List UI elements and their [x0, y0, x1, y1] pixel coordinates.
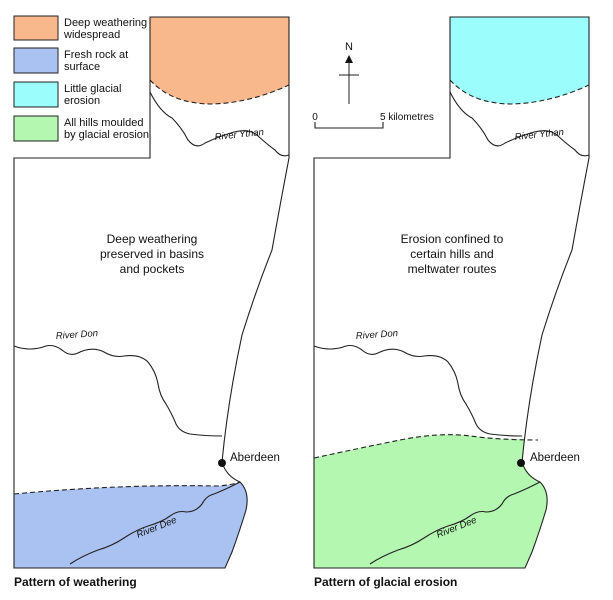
aberdeen-label: Aberdeen — [230, 452, 280, 464]
map-right-boundary — [313, 16, 590, 569]
legend-label-little-erosion-1: Little glacial — [64, 83, 121, 95]
legend-label-fresh-rock-2: surface — [64, 61, 100, 73]
legend-label-little-erosion-2: erosion — [64, 95, 100, 107]
glacial-erosion-limit — [313, 434, 539, 459]
legend-label-deep-weathering-1: Deep weathering — [64, 17, 147, 29]
north-arrow-label: N — [345, 41, 353, 53]
legend-swatch-glacial-erosion — [13, 115, 59, 142]
glacial-erosion-zone — [314, 434, 548, 568]
aberdeen-marker-right — [517, 459, 525, 467]
map-right-center-line-2: certain hills and — [410, 247, 493, 261]
river-don-label: River Don — [55, 328, 98, 342]
north-arrow: N — [339, 41, 359, 104]
map-left-center-line-1: Deep weathering — [107, 232, 198, 246]
fresh-rock-limit — [13, 481, 241, 495]
erosion-limit-top — [449, 79, 590, 105]
map-right-center-line-1: Erosion confined to — [401, 232, 504, 246]
legend-label-fresh-rock-1: Fresh rock at — [64, 49, 128, 61]
legend-label-glacial-erosion-1: All hills moulded — [64, 117, 143, 129]
river-dee-line — [69, 481, 241, 565]
map-right: River Ythan River Don River Dee Aberdeen… — [313, 16, 590, 589]
map-left-center-line-3: and pockets — [120, 262, 185, 276]
river-ythan-label: River Ythan — [214, 127, 264, 143]
river-don-line — [13, 344, 223, 437]
weathering-limit-top — [149, 79, 290, 105]
river-don-line-right — [313, 344, 523, 437]
map-left: River Ythan River Don River Dee Aberdeen… — [13, 16, 290, 589]
river-don-label-right: River Don — [355, 328, 398, 342]
legend-label-deep-weathering-2: widespread — [63, 29, 120, 41]
map-left-center-line-2: preserved in basins — [100, 247, 204, 261]
legend-swatch-little-erosion — [13, 81, 59, 108]
scale-bar-start: 0 — [312, 112, 318, 123]
legend-label-glacial-erosion-2: by glacial erosion — [64, 129, 149, 141]
scale-bar-end: 5 kilometres — [380, 112, 434, 123]
river-ythan-line-right — [449, 91, 590, 157]
legend-swatch-fresh-rock — [13, 47, 59, 74]
north-arrow-head-icon — [345, 55, 353, 63]
map-left-caption: Pattern of weathering — [14, 575, 137, 589]
aberdeen-marker — [218, 459, 226, 467]
river-ythan-line — [149, 91, 290, 157]
legend: Deep weathering widespread Fresh rock at… — [13, 15, 149, 142]
little-erosion-zone — [450, 17, 589, 104]
deep-weathering-zone — [150, 17, 289, 104]
aberdeen-label-right: Aberdeen — [530, 452, 580, 464]
river-ythan-label-right: River Ythan — [514, 127, 564, 143]
legend-swatch-deep-weathering — [13, 15, 59, 41]
fresh-rock-zone — [14, 482, 248, 568]
map-right-caption: Pattern of glacial erosion — [314, 575, 457, 589]
river-dee-line-right — [369, 481, 541, 565]
scale-bar-line — [314, 122, 384, 129]
scale-bar: 0 5 kilometres — [312, 112, 434, 129]
map-left-boundary — [13, 16, 290, 569]
map-right-center-line-3: meltwater routes — [408, 262, 497, 276]
